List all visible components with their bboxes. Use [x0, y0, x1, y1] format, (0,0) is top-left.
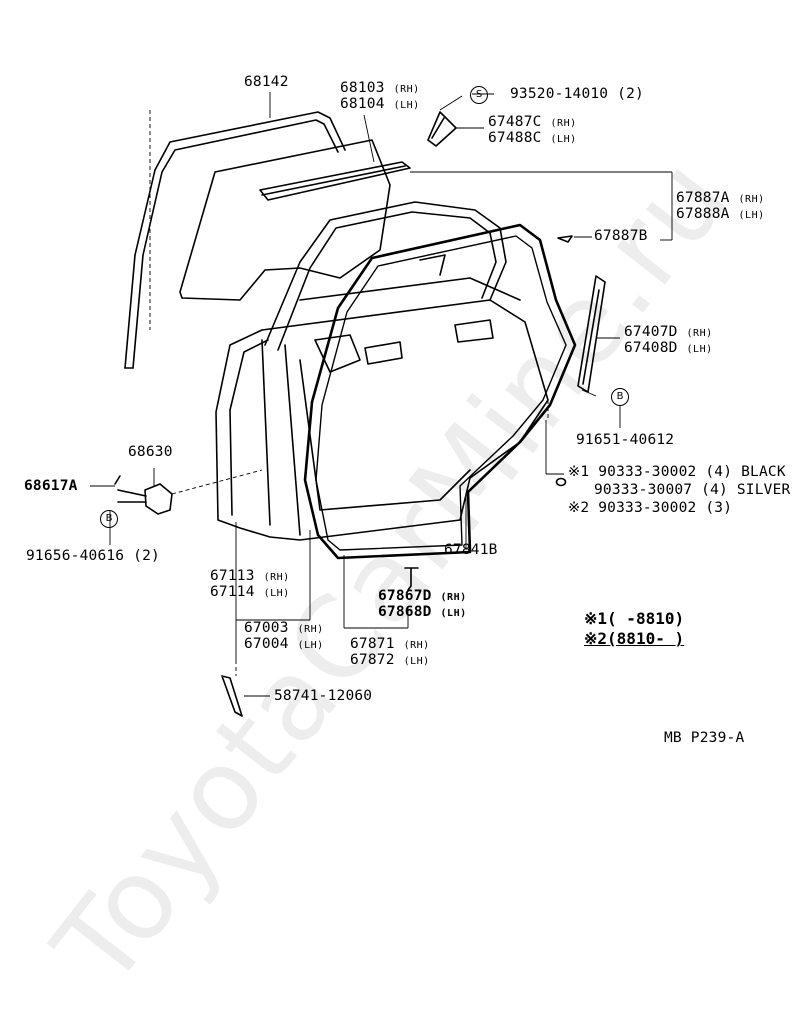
part-67004-num: 67004 — [244, 636, 289, 652]
part-67868D-num: 67868D — [378, 604, 432, 620]
part-93520: 93520-14010 (2) — [510, 86, 644, 102]
lh-tag: (LH) — [393, 100, 420, 111]
hole-plug — [555, 477, 567, 487]
part-90333-c: ※2 90333-30002 (3) — [568, 500, 732, 516]
note1-mark: ※1 — [568, 464, 590, 480]
part-90333-silver: 90333-30007 (4) SILVER — [594, 482, 791, 498]
part-90333-c-text: 90333-30002 (3) — [598, 500, 733, 516]
part-67872: 67872 (LH) — [350, 652, 430, 670]
screw — [557, 235, 573, 243]
part-68630: 68630 — [128, 444, 173, 460]
door-glass — [179, 139, 391, 301]
part-68142: 68142 — [244, 74, 289, 90]
part-67113: 67113 (RH) — [210, 568, 290, 586]
part-67887B: 67887B — [594, 228, 648, 244]
part-67114-num: 67114 — [210, 584, 255, 600]
b-mark: B — [611, 388, 629, 406]
part-67408D-num: 67408D — [624, 340, 678, 356]
part-90333-black-text: 90333-30002 (4) BLACK — [598, 464, 786, 480]
door-frame — [264, 201, 521, 351]
part-68617A: 68617A — [24, 478, 78, 494]
rh-tag: (RH) — [550, 118, 577, 129]
part-67872-num: 67872 — [350, 652, 395, 668]
b-mark: B — [100, 510, 118, 528]
rh-tag: (RH) — [263, 572, 290, 583]
part-68103-num: 68103 — [340, 80, 385, 96]
part-67003-num: 67003 — [244, 620, 289, 636]
lh-tag: (LH) — [550, 134, 577, 145]
legend-line-1: ※1( -8810) — [584, 609, 685, 628]
part-67841B: 67841B — [444, 542, 498, 558]
part-67113-num: 67113 — [210, 568, 255, 584]
part-58741: 58741-12060 — [274, 688, 373, 704]
part-91656: 91656-40616 (2) — [26, 548, 160, 564]
door-check — [114, 475, 173, 515]
reference-code: MB P239-A — [664, 730, 745, 746]
part-67867D: 67867D (RH) — [378, 588, 467, 606]
part-67004: 67004 (LH) — [244, 636, 324, 654]
rh-tag: (RH) — [440, 592, 467, 603]
belt-weatherstrip — [259, 161, 411, 201]
part-67488C: 67488C (LH) — [488, 130, 577, 148]
rh-tag: (RH) — [403, 640, 430, 651]
rh-tag: (RH) — [686, 328, 713, 339]
lh-tag: (LH) — [440, 608, 467, 619]
part-67408D: 67408D (LH) — [624, 340, 713, 358]
part-67871-num: 67871 — [350, 636, 395, 652]
part-67003: 67003 (RH) — [244, 620, 324, 638]
part-91651: 91651-40612 — [576, 432, 675, 448]
part-68104-num: 68104 — [340, 96, 385, 112]
part-67888A-num: 67888A — [676, 206, 730, 222]
part-68103: 68103 (RH) — [340, 80, 420, 98]
part-67487C-num: 67487C — [488, 114, 542, 130]
part-67488C-num: 67488C — [488, 130, 542, 146]
part-67868D: 67868D (LH) — [378, 604, 467, 622]
door-panel — [215, 254, 549, 541]
lh-tag: (LH) — [297, 640, 324, 651]
corner-piece — [427, 111, 457, 147]
part-67867D-num: 67867D — [378, 588, 432, 604]
part-67888A: 67888A (LH) — [676, 206, 765, 224]
seal-strip — [221, 675, 243, 717]
clip — [404, 567, 419, 591]
lh-tag: (LH) — [403, 656, 430, 667]
lh-tag: (LH) — [686, 344, 713, 355]
glass-run-channel — [124, 111, 346, 369]
part-67114: 67114 (LH) — [210, 584, 290, 602]
part-68104: 68104 (LH) — [340, 96, 420, 114]
lh-tag: (LH) — [263, 588, 290, 599]
door-weatherstrip — [303, 223, 577, 560]
legend-line-2: ※2(8810- ) — [584, 629, 685, 648]
rh-tag: (RH) — [297, 624, 324, 635]
s-mark: S — [470, 86, 488, 104]
rh-tag: (RH) — [393, 84, 420, 95]
note2-mark: ※2 — [568, 500, 590, 516]
division-bar — [577, 275, 606, 393]
part-67407D: 67407D (RH) — [624, 324, 713, 342]
part-67407D-num: 67407D — [624, 324, 678, 340]
part-67487C: 67487C (RH) — [488, 114, 577, 132]
part-67887A-num: 67887A — [676, 190, 730, 206]
part-90333-black: ※1 90333-30002 (4) BLACK — [568, 464, 786, 480]
lh-tag: (LH) — [738, 210, 765, 221]
rh-tag: (RH) — [738, 194, 765, 205]
part-67887A: 67887A (RH) — [676, 190, 765, 208]
part-67871: 67871 (RH) — [350, 636, 430, 654]
